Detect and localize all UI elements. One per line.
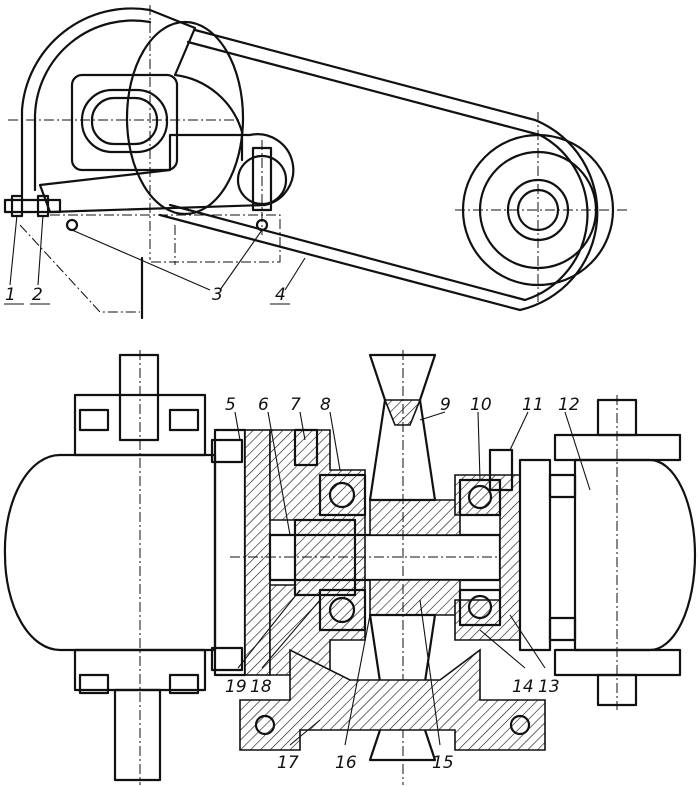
base-frame (239, 648, 546, 751)
callout-11: 11 (522, 395, 544, 415)
callout-15: 15 (432, 753, 454, 773)
callout-4: 4 (275, 285, 286, 305)
callout-5: 5 (225, 395, 236, 415)
v-belt (158, 28, 599, 312)
callout-8: 8 (320, 395, 331, 415)
callout-1: 1 (5, 285, 16, 305)
callout-10: 10 (470, 395, 492, 415)
belt-guard (20, 7, 244, 197)
left-bearing-housing (269, 429, 366, 676)
tension-arm (38, 133, 295, 214)
callout-19: 19 (225, 677, 247, 697)
right-motor-housing (573, 458, 697, 652)
callout-6: 6 (258, 395, 269, 415)
callout-2: 2 (32, 285, 43, 305)
callout-17: 17 (277, 753, 299, 773)
section-view (3, 350, 697, 785)
top-view (3, 5, 630, 320)
left-motor-housing (3, 453, 217, 652)
callout-16: 16 (335, 753, 357, 773)
callout-14: 14 (512, 677, 534, 697)
motor-block (70, 73, 179, 172)
callout-7: 7 (290, 395, 301, 415)
motor-pulley (125, 20, 245, 216)
callout-13: 13 (538, 677, 560, 697)
callout-3: 3 (212, 285, 223, 305)
callout-9: 9 (440, 395, 451, 415)
callout-18: 18 (250, 677, 272, 697)
callout-12: 12 (558, 395, 580, 415)
left-flange (213, 428, 247, 677)
adjust-bolt (3, 198, 62, 214)
right-flange (518, 458, 552, 652)
